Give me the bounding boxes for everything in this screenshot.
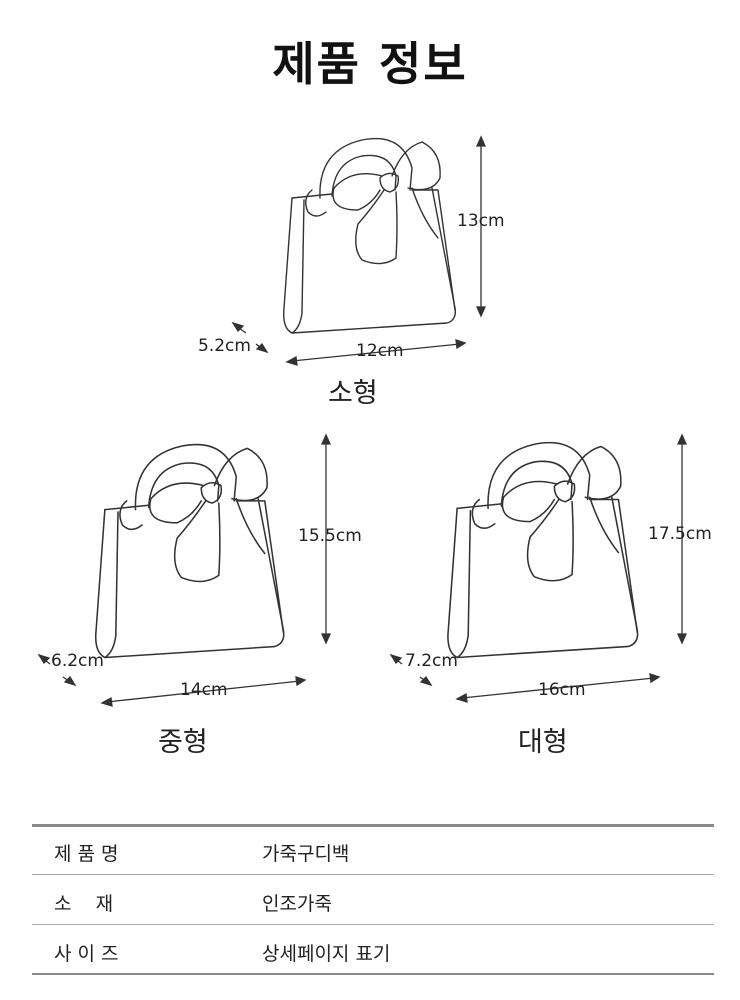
- small-height-label: 13cm: [457, 211, 505, 231]
- medium-width-label: 14cm: [180, 680, 228, 700]
- spec-table-top-border: [32, 824, 714, 827]
- spec-label-size: 사 이 즈: [54, 943, 119, 965]
- spec-row-divider: [32, 874, 714, 875]
- small-depth-label: 5.2cm: [198, 336, 251, 356]
- medium-height-label: 15.5cm: [298, 526, 362, 546]
- spec-label-material: 소 재: [54, 893, 114, 915]
- large-size-name: 대형: [518, 727, 568, 758]
- spec-label-product-name: 제 품 명: [54, 843, 119, 865]
- small-width-label: 12cm: [356, 341, 404, 361]
- large-depth-label: 7.2cm: [405, 651, 458, 671]
- spec-table-bottom-border: [32, 973, 714, 975]
- large-height-label: 17.5cm: [648, 524, 712, 544]
- page-title: 제품 정보: [272, 37, 468, 91]
- small-size-name: 소형: [328, 378, 378, 409]
- spec-value-size: 상세페이지 표기: [262, 943, 391, 965]
- spec-value-product-name: 가죽구디백: [262, 843, 350, 865]
- medium-dimension-lines: [37, 433, 332, 707]
- medium-depth-label: 6.2cm: [51, 651, 104, 671]
- spec-value-material: 인조가죽: [262, 893, 332, 915]
- small-dimension-lines: [231, 135, 487, 366]
- spec-row-divider: [32, 924, 714, 925]
- large-width-label: 16cm: [538, 680, 586, 700]
- large-dimension-lines: [389, 433, 688, 703]
- medium-size-name: 중형: [158, 727, 208, 758]
